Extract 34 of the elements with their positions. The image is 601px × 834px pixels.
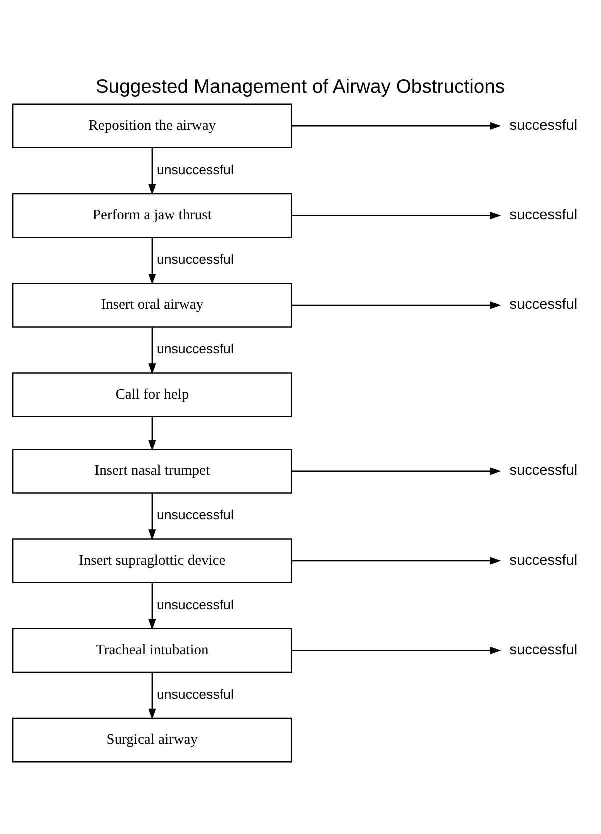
arrow <box>148 672 156 720</box>
node-text: successful <box>510 207 578 224</box>
arrow <box>148 416 156 451</box>
arrow <box>292 467 502 475</box>
edge-label: unsuccessful <box>156 507 234 522</box>
node-text: successful <box>510 552 578 568</box>
arrow <box>292 122 502 130</box>
node-text: successful <box>510 642 578 658</box>
node-text: successful <box>510 462 578 479</box>
node-box: Insert supraglottic device <box>12 538 292 583</box>
edge-label: unsuccessful <box>156 341 234 356</box>
arrow <box>292 211 502 220</box>
node-box: Insert oral airway <box>12 282 292 328</box>
arrow <box>292 556 502 564</box>
node-box: Call for help <box>12 372 292 417</box>
node-text: successful <box>510 117 578 134</box>
node-text: successful <box>510 296 578 313</box>
edge-label: unsuccessful <box>156 686 234 702</box>
arrow <box>148 237 156 284</box>
edge-label: unsuccessful <box>156 596 234 612</box>
node-box: Reposition the airway <box>12 103 292 148</box>
node-box: Insert nasal trumpet <box>12 448 292 494</box>
arrow <box>148 582 156 630</box>
node-box: Perform a jaw thrust <box>12 192 292 238</box>
diagram-title: Suggested Management of Airway Obstructions <box>96 76 506 98</box>
arrow <box>292 646 502 654</box>
edge-label: unsuccessful <box>156 162 234 177</box>
arrow <box>148 492 156 540</box>
arrow <box>148 326 156 374</box>
edge-label: unsuccessful <box>156 252 234 267</box>
arrow <box>148 148 156 195</box>
arrow <box>292 301 502 309</box>
node-box: Surgical airway <box>12 717 292 762</box>
node-box: Tracheal intubation <box>12 628 292 673</box>
